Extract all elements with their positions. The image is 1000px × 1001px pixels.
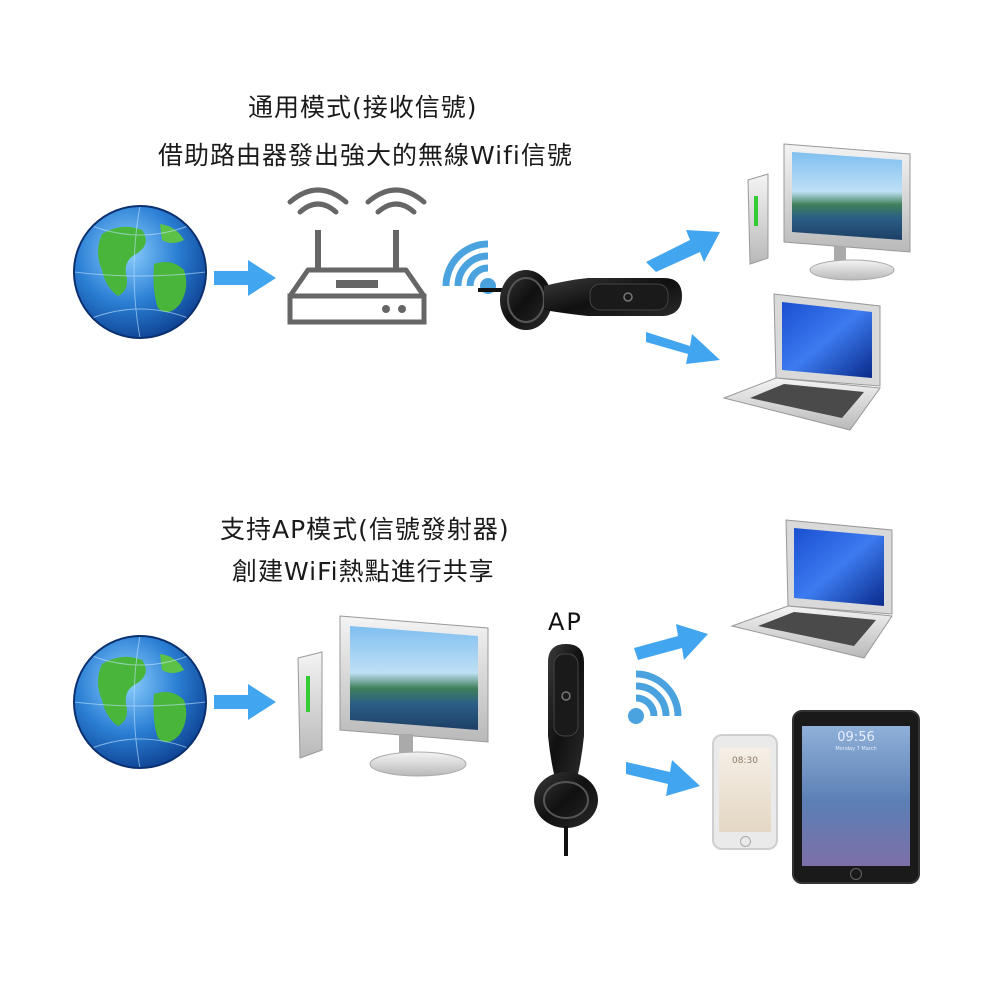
globe-icon [73,205,207,339]
bottom-title-line1: 支持AP模式(信號發射器) [220,515,510,544]
bottom-title-line2: 創建WiFi熱點進行共享 [232,557,495,586]
top-title-line1: 通用模式(接收信號) [248,93,478,122]
tablet-clock: 09:56 [837,730,875,745]
desktop-computer-icon [297,615,489,777]
phone-clock: 08:30 [732,756,758,766]
tablet-icon: 09:56 Monday 7 March [792,710,920,884]
smartphone-icon: 08:30 [712,734,778,850]
arrow-right-icon [634,624,708,660]
ap-label: AP [548,608,583,636]
laptop-icon [730,519,893,659]
arrow-right-icon [646,230,720,272]
router-icon [287,187,427,325]
usb-wifi-adapter-icon [478,270,682,330]
arrow-right-icon [214,260,276,296]
wifi-signal-icon [628,670,682,724]
top-title-line2: 借助路由器發出強大的無線Wifi信號 [158,141,573,170]
globe-icon [73,635,207,769]
arrow-right-icon [214,684,276,720]
tablet-date: Monday 7 March [835,746,877,752]
usb-wifi-adapter-icon [534,644,598,856]
arrow-right-icon [646,332,720,364]
desktop-computer-icon [747,143,911,281]
laptop-icon [722,293,881,431]
arrow-right-icon [626,760,700,796]
